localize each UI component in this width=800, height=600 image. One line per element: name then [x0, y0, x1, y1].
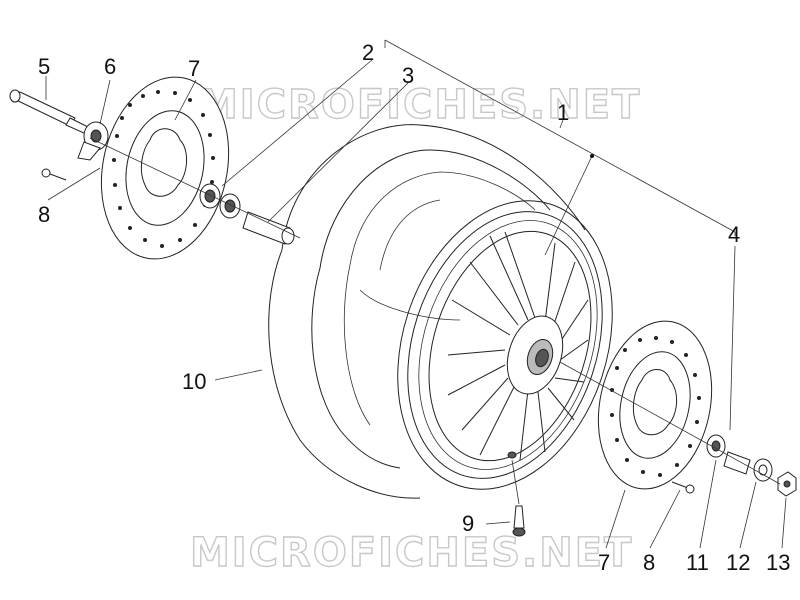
- bearing-right: [706, 434, 726, 458]
- leader-lines: [45, 39, 787, 549]
- spacer-right: [723, 451, 773, 482]
- callout-9: 9: [462, 511, 474, 536]
- spacer-left: [242, 211, 295, 245]
- screw-left: [41, 168, 67, 181]
- screw-right: [671, 481, 695, 494]
- callout-10: 10: [182, 369, 206, 394]
- callout-7-right: 7: [598, 550, 610, 575]
- callout-4: 4: [728, 222, 740, 247]
- callout-7-left: 7: [188, 56, 200, 81]
- bearing-left: [199, 183, 241, 219]
- callout-8-left: 8: [38, 202, 50, 227]
- callout-2: 2: [362, 40, 374, 65]
- callout-labels: 1 2 3 4 5 6 7 8 9 10 7 8 11 12 13: [38, 40, 790, 575]
- watermark-top: MICROFICHES.NET: [198, 82, 641, 128]
- callout-3: 3: [402, 63, 414, 88]
- tire: [268, 124, 586, 499]
- wheel-rim: [397, 200, 613, 490]
- callout-8-right: 8: [643, 550, 655, 575]
- callout-1: 1: [557, 100, 569, 125]
- callout-5: 5: [38, 54, 50, 79]
- tire-valve: [511, 459, 526, 537]
- watermark-bottom: MICROFICHES.NET: [190, 530, 633, 576]
- axle-nut: [777, 471, 797, 497]
- brake-disc-left: [100, 76, 230, 260]
- callout-12: 12: [726, 550, 750, 575]
- callout-11: 11: [686, 550, 709, 575]
- brake-disc-right: [597, 320, 713, 490]
- axle: [9, 89, 91, 135]
- callout-13: 13: [766, 550, 790, 575]
- callout-6: 6: [104, 54, 116, 79]
- speedo-drive: [77, 121, 109, 161]
